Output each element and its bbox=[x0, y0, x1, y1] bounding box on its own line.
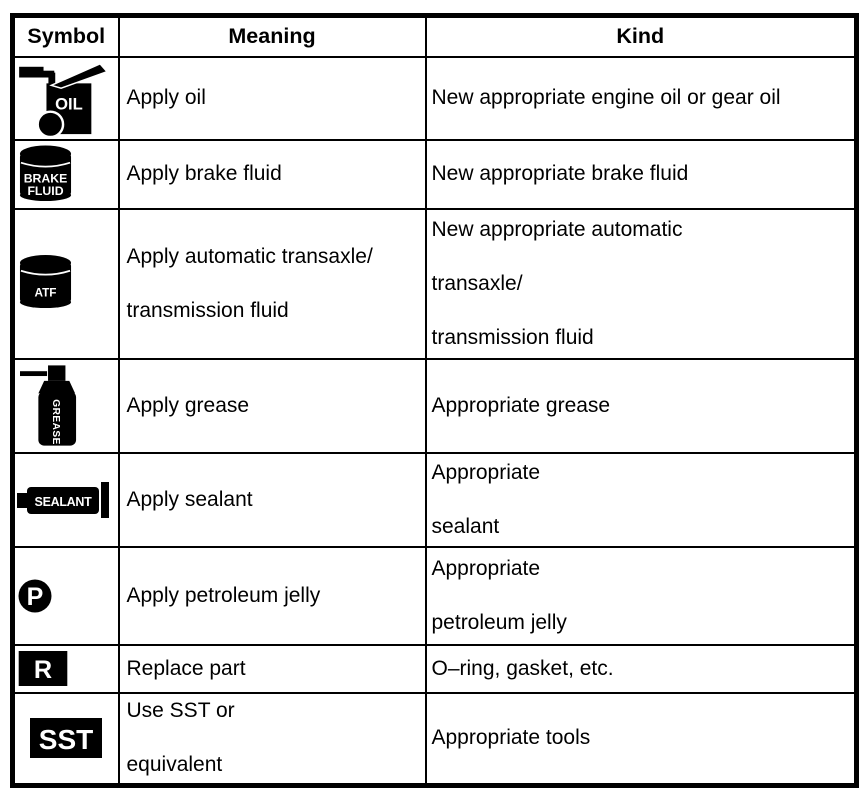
meaning-text: transmission fluid bbox=[126, 298, 289, 322]
kind-text: Appropriate grease bbox=[431, 393, 611, 417]
oil-can-icon: OIL bbox=[19, 62, 109, 138]
grease-spray-can-icon: GREASE bbox=[20, 364, 77, 446]
kind-text: transmission fluid bbox=[431, 325, 594, 349]
meaning-cell: Replace part bbox=[117, 643, 427, 694]
kind-text: New appropriate engine oil or gear oil bbox=[431, 86, 781, 109]
meaning-cell: Apply sealant bbox=[117, 451, 427, 548]
meaning-cell: Apply automatic transaxle/ transmission … bbox=[117, 207, 427, 360]
table-row-replace-part: R Replace part O–ring, gasket, etc. bbox=[11, 643, 858, 694]
symbol-cell: OIL bbox=[11, 55, 120, 141]
kind-text: Appropriate bbox=[431, 556, 541, 580]
brake-fluid-label-line2: FLUID bbox=[27, 184, 63, 198]
symbol-cell: BRAKE FLUID bbox=[11, 138, 120, 210]
meaning-text: Apply grease bbox=[126, 393, 250, 417]
meaning-cell: Use SST or equivalent bbox=[117, 691, 427, 787]
column-header-kind: Kind bbox=[424, 14, 858, 58]
symbol-cell: GREASE bbox=[11, 357, 120, 454]
sealant-label: SEALANT bbox=[35, 495, 93, 509]
meaning-cell: Apply oil bbox=[117, 55, 427, 141]
symbol-cell: SEALANT bbox=[11, 451, 120, 548]
meaning-text: Apply automatic transaxle/ bbox=[126, 244, 373, 268]
kind-cell: New appropriate engine oil or gear oil bbox=[424, 55, 858, 141]
oil-can-label: OIL bbox=[55, 95, 83, 114]
column-header-symbol: Symbol bbox=[11, 14, 120, 58]
sealant-tube-icon: SEALANT bbox=[17, 481, 109, 518]
meaning-cell: Apply petroleum jelly bbox=[117, 545, 427, 646]
petroleum-jelly-label: P bbox=[27, 583, 44, 611]
sst-label: SST bbox=[39, 724, 93, 755]
meaning-text: Use SST or bbox=[126, 699, 235, 723]
replace-part-icon: R bbox=[18, 651, 68, 686]
table-row-brake-fluid: BRAKE FLUID Apply brake fluid New approp… bbox=[11, 138, 858, 210]
brake-fluid-label-line1: BRAKE bbox=[24, 171, 68, 185]
grease-label: GREASE bbox=[50, 399, 61, 445]
symbol-cell: SST bbox=[11, 691, 120, 787]
kind-text: Appropriate bbox=[431, 460, 541, 484]
meaning-cell: Apply grease bbox=[117, 357, 427, 454]
symbol-cell: ATF bbox=[11, 207, 120, 360]
replace-part-label: R bbox=[34, 656, 52, 684]
meaning-text: Apply sealant bbox=[126, 487, 253, 511]
meaning-text: Apply petroleum jelly bbox=[126, 583, 321, 607]
kind-text: petroleum jelly bbox=[431, 610, 567, 634]
symbol-cell: R bbox=[11, 643, 120, 694]
table-row-sst: SST Use SST or equivalent Appropriate to… bbox=[11, 691, 858, 787]
kind-text: New appropriate automatic bbox=[431, 217, 683, 241]
sst-icon: SST bbox=[30, 718, 103, 759]
table-header-row: Symbol Meaning Kind bbox=[11, 14, 858, 58]
table-row-grease: GREASE Apply grease Appropriate grease bbox=[11, 357, 858, 454]
table-row-petroleum-jelly: P Apply petroleum jelly Appropriate petr… bbox=[11, 545, 858, 646]
kind-cell: Appropriate sealant bbox=[424, 451, 858, 548]
meaning-text: equivalent bbox=[126, 753, 223, 777]
kind-cell: New appropriate automatic transaxle/ tra… bbox=[424, 207, 858, 360]
kind-cell: Appropriate tools bbox=[424, 691, 858, 787]
table-row-sealant: SEALANT Apply sealant Appropriate sealan… bbox=[11, 451, 858, 548]
symbol-legend-table: Symbol Meaning Kind OIL bbox=[10, 13, 859, 788]
meaning-cell: Apply brake fluid bbox=[117, 138, 427, 210]
symbol-cell: P bbox=[11, 545, 120, 646]
column-header-meaning: Meaning bbox=[117, 14, 427, 58]
meaning-text: Apply brake fluid bbox=[126, 162, 282, 185]
kind-cell: New appropriate brake fluid bbox=[424, 138, 858, 210]
atf-can-icon: ATF bbox=[19, 255, 72, 309]
kind-text: New appropriate brake fluid bbox=[431, 162, 689, 185]
petroleum-jelly-icon: P bbox=[18, 579, 52, 612]
table-row-atf: ATF Apply automatic transaxle/ transmiss… bbox=[11, 207, 858, 360]
meaning-text: Apply oil bbox=[126, 86, 206, 109]
kind-cell: Appropriate grease bbox=[424, 357, 858, 454]
kind-cell: O–ring, gasket, etc. bbox=[424, 643, 858, 694]
table-row-oil: OIL Apply oil New appropriate engine oil… bbox=[11, 55, 858, 141]
kind-text: sealant bbox=[431, 514, 500, 538]
brake-fluid-can-icon: BRAKE FLUID bbox=[19, 145, 72, 201]
kind-text: transaxle/ bbox=[431, 271, 523, 295]
meaning-text: Replace part bbox=[126, 656, 246, 680]
atf-label: ATF bbox=[35, 286, 57, 299]
kind-text: Appropriate tools bbox=[431, 726, 591, 750]
kind-text: O–ring, gasket, etc. bbox=[431, 656, 614, 680]
kind-cell: Appropriate petroleum jelly bbox=[424, 545, 858, 646]
